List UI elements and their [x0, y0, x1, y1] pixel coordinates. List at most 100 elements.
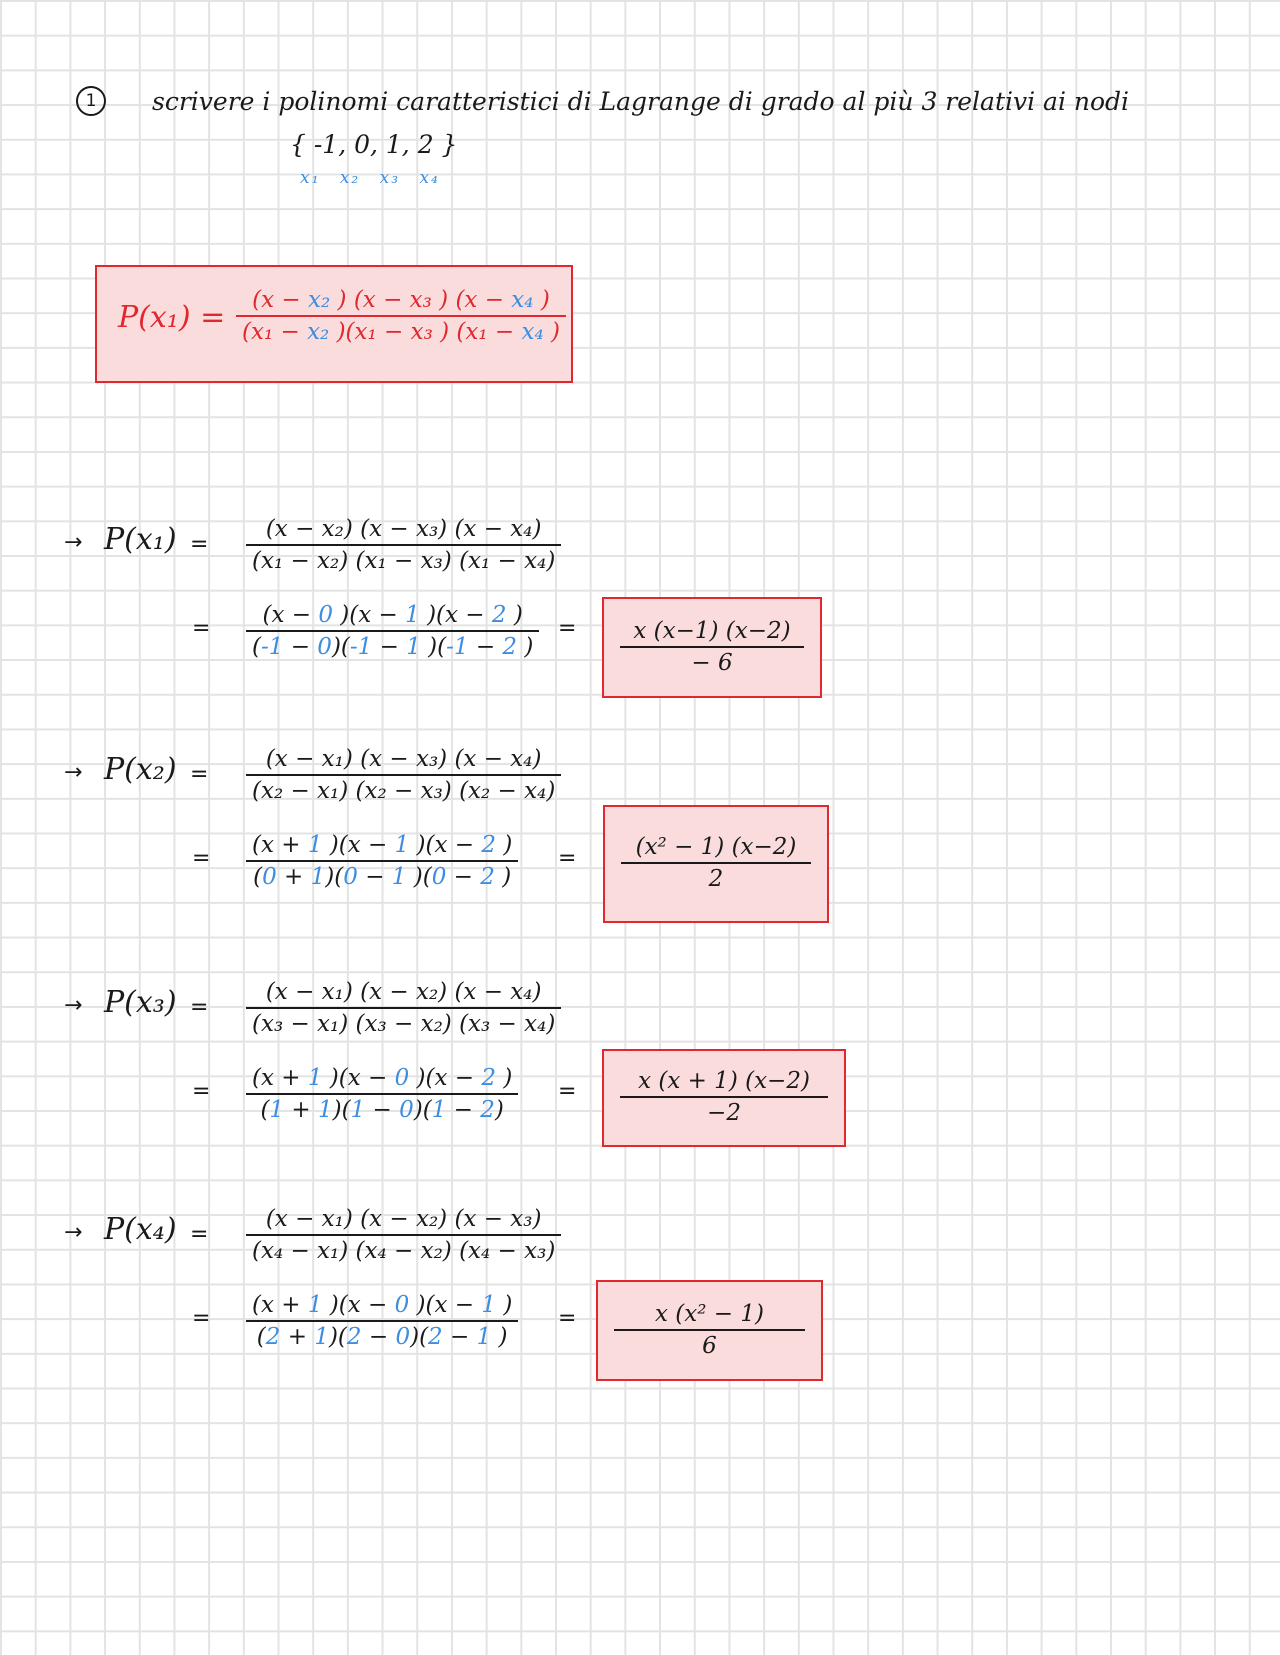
formula-num-part: ) (x −	[439, 287, 504, 313]
expression-part: −	[468, 634, 503, 660]
expression-part: )(x −	[409, 832, 482, 858]
node-value: 1	[481, 1292, 497, 1318]
result-denominator: − 6	[620, 646, 804, 678]
node-value: 1	[310, 864, 326, 890]
node-value: 2	[480, 1097, 495, 1123]
node-value: 0	[394, 1292, 410, 1318]
expression-part: )	[494, 1097, 504, 1123]
expression-part: )(	[331, 634, 350, 660]
equals-sign: =	[558, 1306, 577, 1331]
substituted-denominator: (0 + 1)(0 − 1 )(0 − 2 )	[246, 860, 519, 892]
expression-part: )(x −	[322, 1065, 395, 1091]
expression-part: −	[442, 1324, 477, 1350]
node-value: 0	[318, 602, 333, 628]
general-denominator: (x₃ − x₁) (x₃ − x₂) (x₃ − x₄)	[246, 1007, 562, 1039]
node-value: -1	[446, 634, 469, 660]
node-value: 2	[480, 864, 495, 890]
substituted-fraction: (x − 0 )(x − 1 )(x − 2 )(-1 − 0)(-1 − 1 …	[246, 600, 540, 662]
node-label-x2: x₂	[339, 168, 361, 188]
node-value: 1	[307, 832, 323, 858]
expression-part: (	[256, 1324, 266, 1350]
problem-number: 1	[76, 86, 106, 116]
substituted-numerator: (x + 1 )(x − 0 )(x − 2 )	[246, 1063, 518, 1093]
expression-part: (	[253, 864, 263, 890]
general-numerator: (x − x₂) (x − x₃) (x − x₄)	[265, 516, 542, 542]
node-value: 1	[406, 634, 421, 660]
nodes-set: { -1, 0, 1, 2 }	[290, 130, 458, 159]
expression-part: (x +	[252, 1292, 308, 1318]
equals-sign: =	[192, 1306, 211, 1331]
expression-part: )(x −	[322, 832, 395, 858]
result-box: x (x² − 1)6	[596, 1280, 823, 1381]
substituted-numerator: (x + 1 )(x − 0 )(x − 1 )	[246, 1290, 518, 1320]
node-value: 2	[481, 1065, 497, 1091]
general-denominator: (x₄ − x₁) (x₄ − x₂) (x₄ − x₃)	[246, 1234, 562, 1266]
node-value: 1	[307, 1292, 323, 1318]
general-fraction: (x − x₁) (x − x₂) (x − x₄)(x₃ − x₁) (x₃ …	[246, 977, 562, 1039]
node-labels: x₁ x₂ x₃ x₄	[300, 168, 452, 188]
expression-part: )(	[406, 864, 432, 890]
arrow-icon: →	[64, 530, 83, 555]
polynomial-label: P(x₁)	[104, 522, 177, 557]
formula-den-node: x₂	[307, 319, 330, 345]
result-box: x (x−1) (x−2)− 6	[602, 597, 822, 698]
expression-part: −	[365, 1097, 400, 1123]
expression-part: )	[491, 1324, 508, 1350]
node-label-x3: x₃	[379, 168, 401, 188]
result-numerator: x (x + 1) (x−2)	[638, 1068, 810, 1094]
expression-part: )(	[328, 1324, 347, 1350]
substituted-numerator: (x + 1 )(x − 1 )(x − 2 )	[246, 830, 518, 860]
general-numerator: (x − x₁) (x − x₂) (x − x₄)	[265, 979, 542, 1005]
general-formula-box	[95, 265, 573, 383]
result-denominator: 2	[621, 862, 811, 894]
node-value: 0	[262, 864, 277, 890]
formula-num-part: ) (x −	[337, 287, 403, 313]
node-value: -1	[349, 634, 373, 660]
result-box: x (x + 1) (x−2)−2	[602, 1049, 846, 1147]
equals-sign: =	[558, 1079, 577, 1104]
substituted-denominator: (1 + 1)(1 − 0)(1 − 2)	[246, 1093, 519, 1125]
equals-sign: =	[558, 846, 577, 871]
node-value: 2	[346, 1324, 362, 1350]
result-fraction: (x² − 1) (x−2)2	[605, 832, 827, 894]
expression-part: )	[496, 832, 513, 858]
general-denominator: (x₂ − x₁) (x₂ − x₃) (x₂ − x₄)	[246, 774, 562, 806]
equals-sign: =	[192, 1079, 211, 1104]
equals-sign: =	[558, 616, 577, 641]
polynomial-label: P(x₂)	[104, 752, 177, 787]
substituted-fraction: (x + 1 )(x − 0 )(x − 1 )(2 + 1)(2 − 0)(2…	[246, 1290, 519, 1352]
polynomial-label: P(x₄)	[104, 1212, 177, 1247]
node-value: 1	[269, 1097, 285, 1123]
node-value: 1	[394, 832, 410, 858]
expression-part: )(x −	[409, 1292, 482, 1318]
expression-part: (x −	[262, 602, 319, 628]
expression-part: −	[372, 634, 407, 660]
formula-den-node: x₄	[521, 319, 544, 345]
expression-part: )	[517, 634, 534, 660]
general-fraction: (x − x₁) (x − x₃) (x − x₄)(x₂ − x₁) (x₂ …	[246, 744, 562, 806]
expression-part: )(	[410, 1324, 429, 1350]
node-value: 2	[265, 1324, 281, 1350]
equals-sign: =	[192, 846, 211, 871]
result-denominator: −2	[620, 1096, 828, 1128]
arrow-icon: →	[64, 993, 83, 1018]
formula-den-part: )	[551, 319, 560, 345]
formula-den-part: )(x₁ −	[336, 319, 404, 345]
node-value: 0	[431, 864, 447, 890]
expression-part: −	[361, 1324, 396, 1350]
general-numerator: (x − x₁) (x − x₃) (x − x₄)	[265, 746, 542, 772]
general-formula-denominator: (x₁ − x₂ )(x₁ − x₃ ) (x₁ − x₄ )	[236, 315, 566, 347]
node-value: 0	[343, 864, 358, 890]
general-numerator: (x − x₁) (x − x₂) (x − x₃)	[265, 1206, 542, 1232]
formula-num-node: x₄	[511, 287, 534, 313]
general-denominator: (x₁ − x₂) (x₁ − x₃) (x₁ − x₄)	[246, 544, 562, 576]
node-value: 2	[481, 832, 497, 858]
general-fraction: (x − x₁) (x − x₂) (x − x₃)(x₄ − x₁) (x₄ …	[246, 1204, 562, 1266]
arrow-icon: →	[64, 760, 83, 785]
expression-part: )(x −	[409, 1065, 482, 1091]
node-value: 1	[314, 1324, 329, 1350]
node-value: 2	[491, 602, 507, 628]
equals-sign: =	[192, 616, 211, 641]
node-value: 0	[395, 1324, 411, 1350]
formula-num-part: )	[540, 287, 550, 313]
